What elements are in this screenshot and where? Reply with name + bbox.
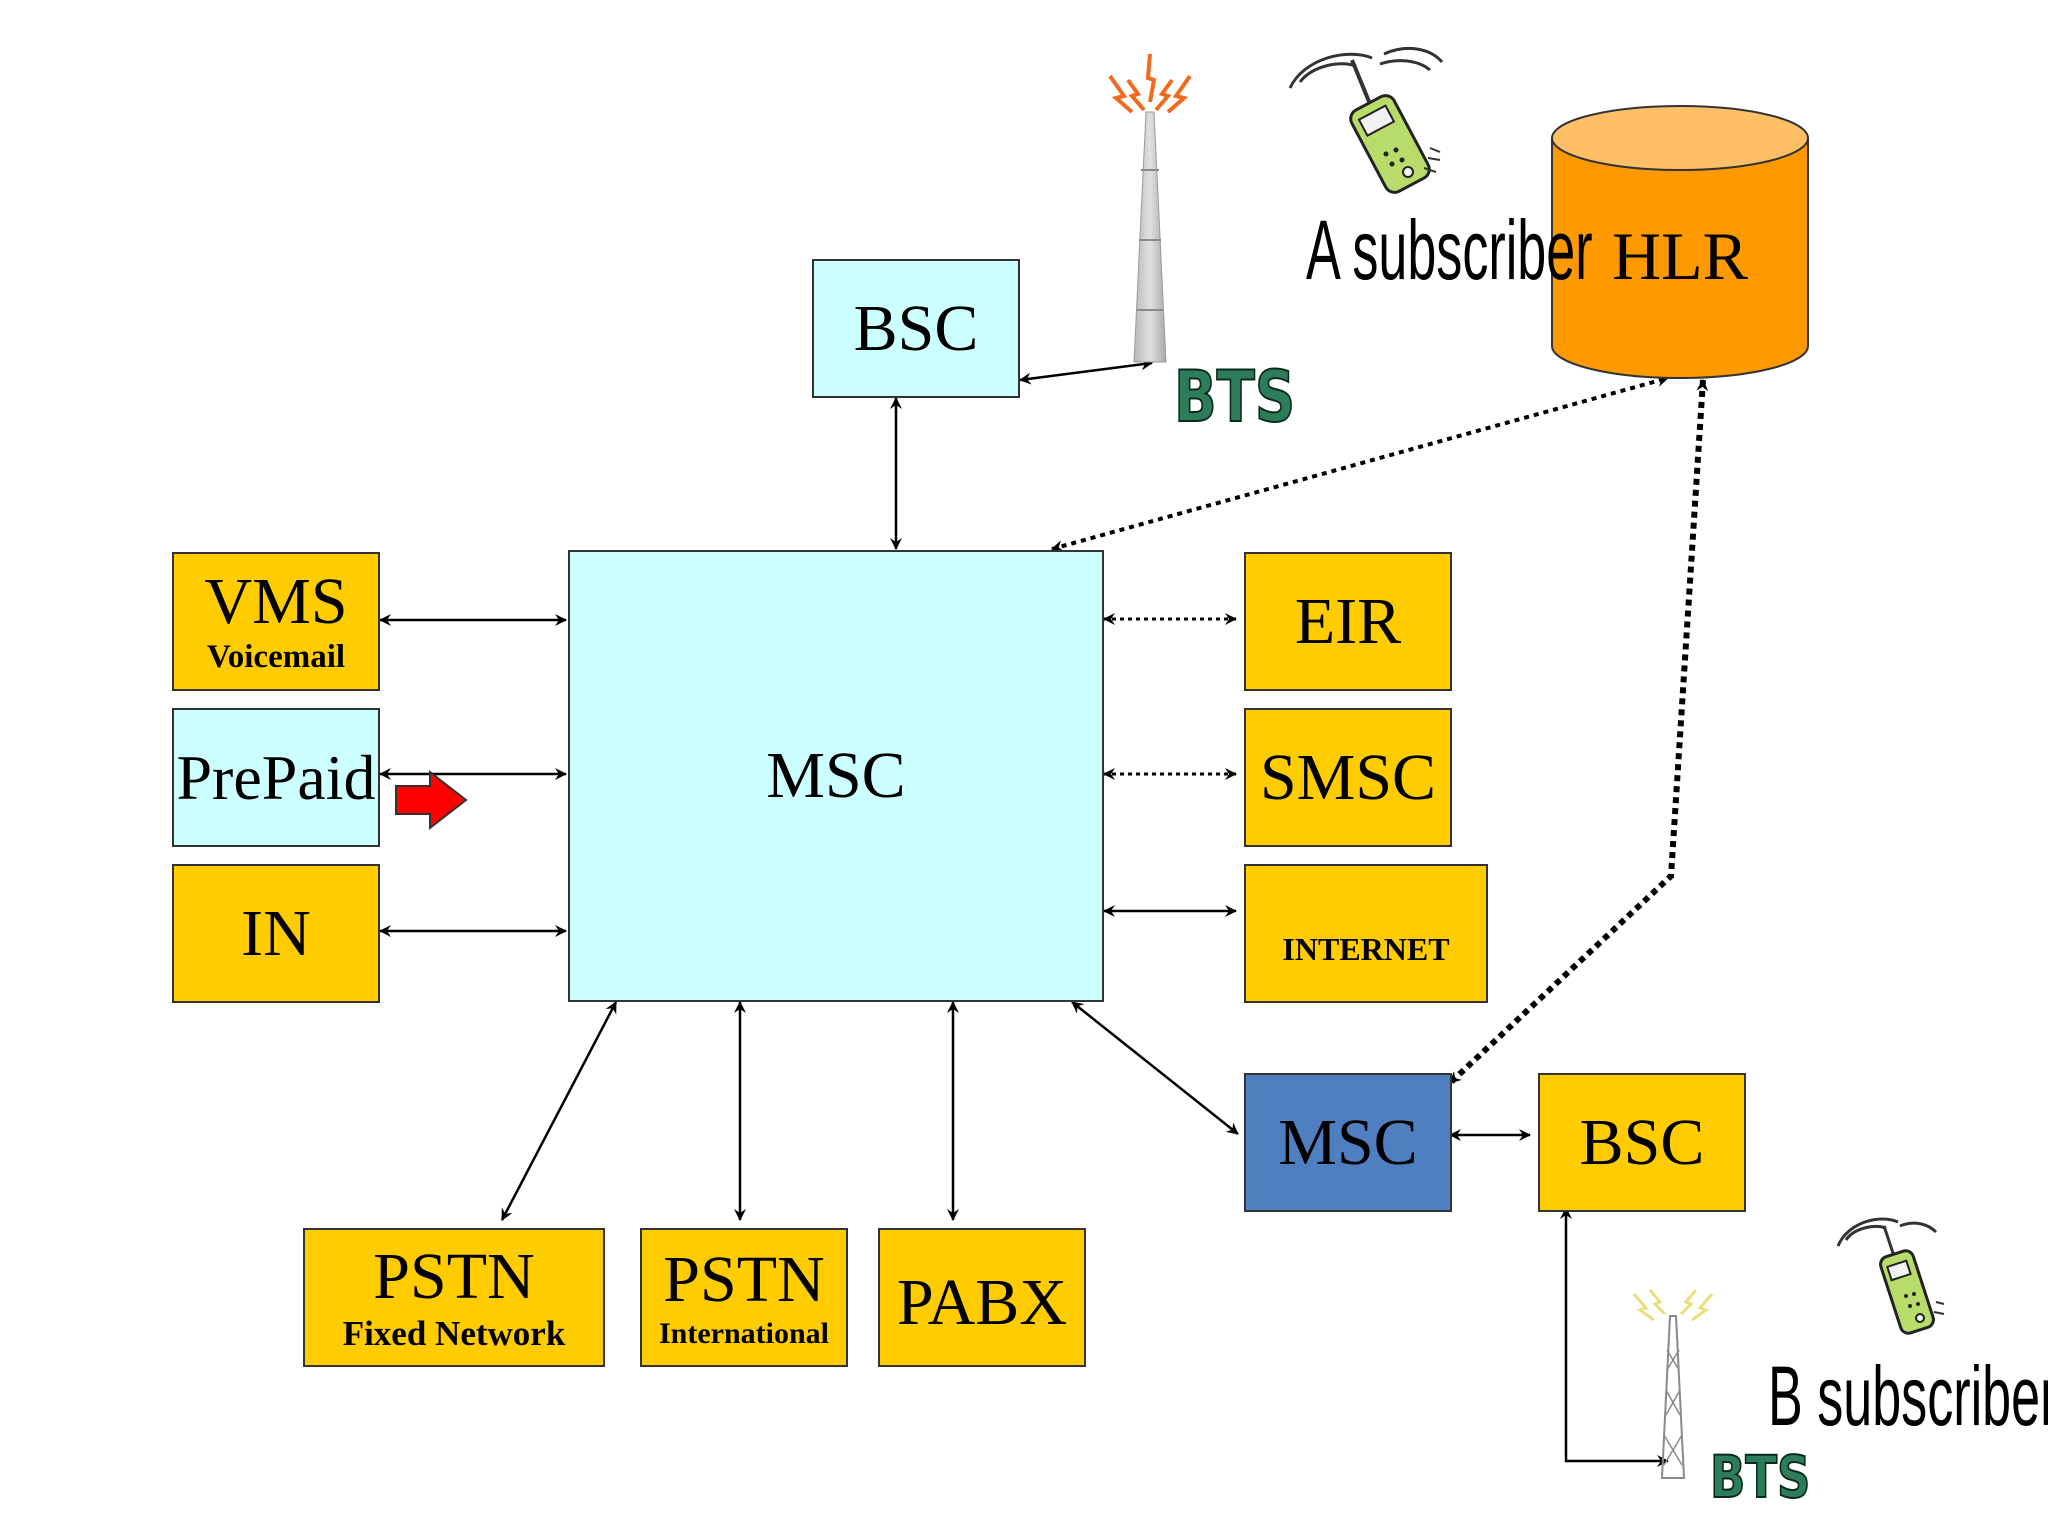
pstn-fixed-label: PSTN	[373, 1240, 535, 1313]
internet-label: INTERNET	[1282, 930, 1450, 967]
link-msc-hlr	[1051, 375, 1669, 552]
mobile-phone-icon	[1288, 47, 1444, 194]
bts-top-label: BTS	[1173, 356, 1296, 438]
prepaid-box: PrePaid	[172, 708, 380, 847]
pstn-fixed-box: PSTN Fixed Network	[303, 1228, 605, 1367]
bsc-right-label: BSC	[1579, 1105, 1705, 1179]
hlr-cylinder	[1551, 105, 1809, 379]
eir-label: EIR	[1294, 584, 1402, 658]
link-msc-msc-remote	[1071, 1001, 1239, 1135]
smsc-box: SMSC	[1244, 708, 1452, 847]
pstn-intl-box: PSTN International	[640, 1228, 848, 1367]
pabx-box: PABX	[878, 1228, 1086, 1367]
bsc-top-label: BSC	[853, 291, 979, 365]
internet-box: INTERNET	[1244, 864, 1488, 1003]
link-msc-pstn-fixed	[500, 1001, 618, 1221]
link-hlr-msc-remote	[1447, 379, 1709, 1086]
bsc-right-box: BSC	[1538, 1073, 1746, 1212]
bsc-top-box: BSC	[812, 259, 1020, 398]
prepaid-label: PrePaid	[176, 741, 376, 813]
pstn-intl-label: PSTN	[663, 1242, 825, 1316]
smsc-label: SMSC	[1259, 740, 1437, 814]
radio-tower-icon	[1108, 53, 1192, 363]
a-subscriber-label: A subscriber	[1306, 203, 1593, 297]
vms-label: VMS	[204, 565, 348, 638]
eir-box: EIR	[1244, 552, 1452, 691]
mobile-phone-icon	[1836, 1217, 1945, 1335]
pstn-fixed-sublabel: Fixed Network	[342, 1314, 566, 1353]
pabx-label: PABX	[897, 1265, 1067, 1339]
msc-remote-box: MSC	[1244, 1073, 1452, 1212]
link-bsc-bts-bottom	[1560, 1207, 1669, 1467]
in-label: IN	[241, 896, 311, 970]
pstn-intl-sublabel: International	[658, 1316, 829, 1350]
vms-box: VMS Voicemail	[172, 552, 380, 691]
bts-bottom-label: BTS	[1709, 1443, 1811, 1511]
arrow-right-icon	[395, 769, 468, 831]
vms-sublabel: Voicemail	[206, 639, 346, 675]
hlr-label: HLR	[1612, 218, 1748, 294]
msc-main-box: MSC	[568, 550, 1104, 1002]
msc-main-label: MSC	[766, 739, 906, 812]
link-bsc-bts-top	[1019, 358, 1153, 385]
radio-tower-icon	[1632, 1289, 1714, 1479]
b-subscriber-label: B subscriber	[1768, 1349, 2048, 1443]
msc-remote-label: MSC	[1278, 1105, 1418, 1179]
in-box: IN	[172, 864, 380, 1003]
